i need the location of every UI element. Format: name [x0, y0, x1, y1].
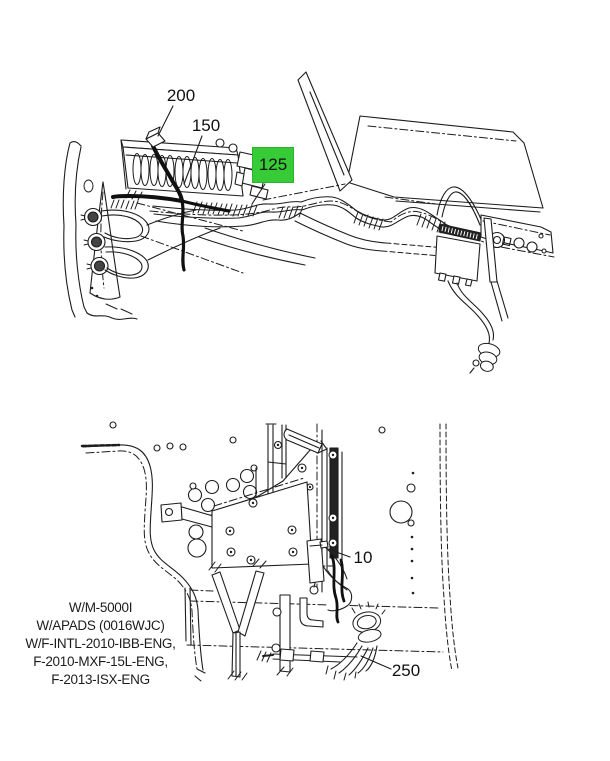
top-diagram	[62, 71, 555, 374]
note-line: W/APADS (0016WJC)	[36, 618, 165, 633]
harness-clip-200	[145, 126, 166, 148]
bracket-plate	[211, 477, 334, 569]
frame-flange-lines	[186, 589, 444, 653]
frame-web-holes	[109, 421, 416, 595]
clip-part-10	[306, 538, 329, 595]
leader-line-10	[327, 548, 351, 558]
module-pigtail	[447, 280, 501, 374]
callout-150[interactable]: 150	[191, 116, 221, 135]
leader-line-250	[360, 655, 392, 670]
callout-125-highlighted[interactable]: 125	[252, 147, 294, 183]
callout-200[interactable]: 200	[166, 86, 196, 105]
dash-top-panel	[346, 115, 544, 213]
fender-liner	[80, 443, 206, 682]
terminal-duct	[120, 138, 269, 201]
bottom-diagram	[80, 421, 459, 682]
note-line: W/M-5000I	[68, 600, 133, 615]
wire-run	[256, 643, 358, 663]
mounting-bracket	[480, 214, 554, 254]
callout-250[interactable]: 250	[391, 661, 421, 680]
cab-mount	[322, 546, 353, 624]
cowl-harness-loops	[100, 202, 244, 279]
control-module	[434, 217, 509, 322]
cowl-grommets	[80, 207, 109, 276]
leader-line-125	[251, 183, 266, 205]
callout-10[interactable]: 10	[353, 548, 373, 567]
applicability-note: W/M-5000I W/APADS (0016WJC) W/F-INTL-201…	[18, 599, 183, 689]
note-line: F-2010-MXF-15L-ENG,	[33, 654, 168, 669]
main-harness-bundle	[110, 183, 555, 266]
module-wire-loop	[436, 186, 484, 226]
connector-250	[325, 601, 386, 681]
pigtail-connector	[477, 342, 501, 372]
leader-line-150	[183, 135, 203, 185]
a-pillar	[297, 71, 353, 192]
leader-line-200	[157, 105, 174, 137]
cab-corner-lines	[439, 423, 459, 672]
harness-tubes	[208, 558, 324, 681]
note-line: W/F-INTL-2010-IBB-ENG,	[25, 636, 176, 651]
note-line: F-2013-ISX-ENG	[51, 672, 150, 687]
